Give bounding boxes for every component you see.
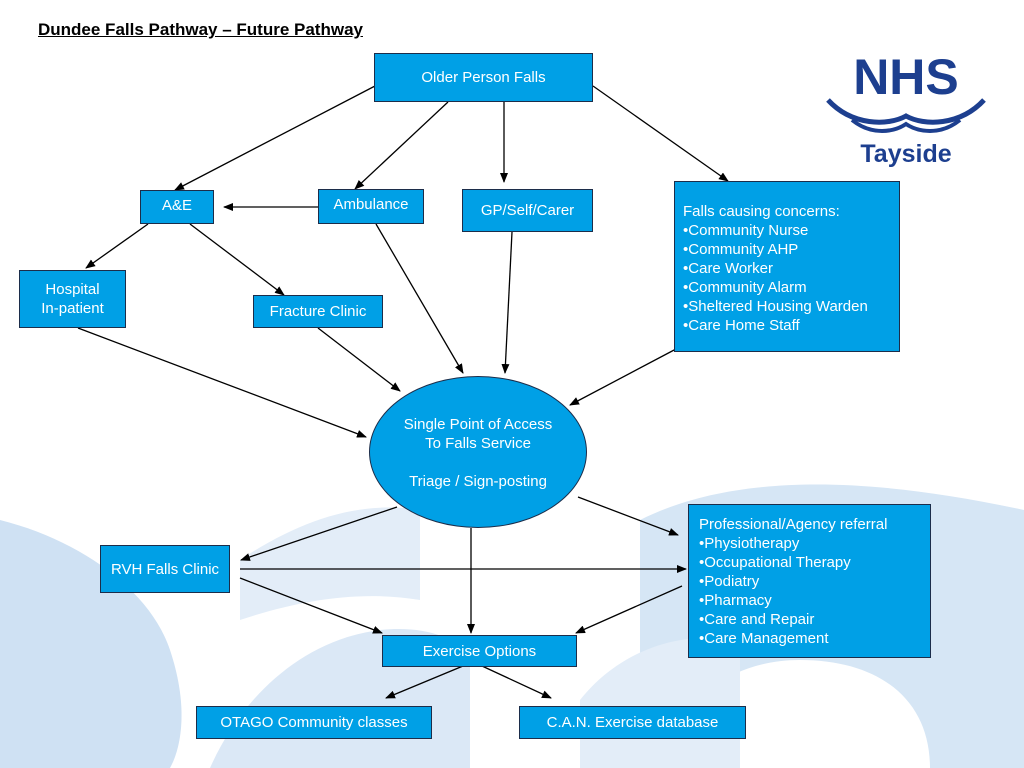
node-ambulance-label: Ambulance — [333, 196, 409, 213]
node-ambulance: Ambulance — [318, 189, 424, 224]
node-ae-label: A&E — [161, 197, 192, 214]
svg-text:Tayside: Tayside — [860, 140, 951, 168]
node-hospital-line-2: In-patient — [41, 300, 104, 317]
node-older-person-falls: Older Person Falls — [374, 53, 593, 102]
spa-line-2: To Falls Service — [425, 435, 531, 452]
node-single-point-of-access: Single Point of Access To Falls Service … — [369, 376, 587, 528]
falls-concerns-item: Community Alarm — [683, 278, 893, 297]
node-otago: OTAGO Community classes — [196, 706, 432, 739]
node-ae: A&E — [140, 190, 214, 224]
node-otago-label: OTAGO Community classes — [220, 714, 408, 731]
page-title: Dundee Falls Pathway – Future Pathway — [38, 20, 363, 39]
falls-concerns-item: Community Nurse — [683, 221, 893, 240]
node-fracture-clinic-label: Fracture Clinic — [269, 303, 367, 320]
professional-referral-item: Care and Repair — [699, 610, 924, 629]
professional-referral-item: Care Management — [699, 629, 924, 648]
node-can-database-label: C.A.N. Exercise database — [546, 714, 719, 731]
falls-concerns-heading: Falls causing concerns: — [683, 203, 840, 220]
node-rvh-falls-clinic-label: RVH Falls Clinic — [110, 560, 220, 578]
node-gp-self-carer: GP/Self/Carer — [462, 189, 593, 232]
node-rvh-falls-clinic: RVH Falls Clinic — [100, 545, 230, 593]
node-exercise-options: Exercise Options — [382, 635, 577, 667]
node-gp-self-carer-label: GP/Self/Carer — [480, 202, 575, 219]
node-fracture-clinic: Fracture Clinic — [253, 295, 383, 328]
spa-line-1: Single Point of Access — [403, 416, 553, 433]
node-hospital-inpatient: Hospital In-patient — [19, 270, 126, 328]
professional-referral-heading: Professional/Agency referral — [699, 516, 888, 533]
spa-line-4: Triage / Sign-posting — [409, 473, 547, 490]
professional-referral-item: Physiotherapy — [699, 534, 924, 553]
falls-concerns-item: Sheltered Housing Warden — [683, 297, 893, 316]
falls-concerns-item: Care Home Staff — [683, 316, 893, 335]
nhs-tayside-logo: NHS Tayside — [826, 52, 986, 168]
falls-concerns-item: Care Worker — [683, 259, 893, 278]
node-falls-concerns: Falls causing concerns: Community Nurse … — [674, 181, 900, 352]
node-older-person-falls-label: Older Person Falls — [421, 69, 546, 86]
professional-referral-item: Pharmacy — [699, 591, 924, 610]
svg-text:NHS: NHS — [853, 52, 959, 105]
node-exercise-options-label: Exercise Options — [422, 642, 537, 660]
professional-referral-item: Podiatry — [699, 572, 924, 591]
node-hospital-line-1: Hospital — [45, 281, 100, 298]
node-can-database: C.A.N. Exercise database — [519, 706, 746, 739]
spa-line-3 — [370, 453, 586, 472]
falls-concerns-item: Community AHP — [683, 240, 893, 259]
node-professional-referral: Professional/Agency referral Physiothera… — [688, 504, 931, 658]
professional-referral-item: Occupational Therapy — [699, 553, 924, 572]
